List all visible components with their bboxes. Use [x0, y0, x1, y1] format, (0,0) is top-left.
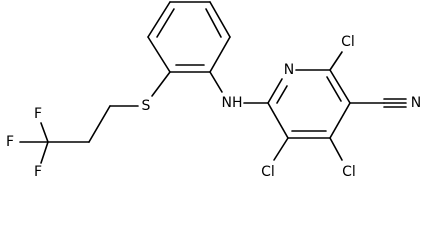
bond-pyr-c6-c5: [329, 69, 351, 104]
atom-f-left: F: [6, 134, 14, 150]
atom-f-bottom: F: [34, 164, 42, 180]
atom-f-top: F: [34, 106, 42, 122]
bond-pyr-double-2: [326, 76, 342, 102]
atom-cl-left: Cl: [261, 164, 275, 180]
bond-phenyl-s: [151, 71, 171, 97]
bond-c6-cl: [329, 51, 343, 71]
bond-phenyl-4: [209, 36, 231, 73]
bond-phenyl-double-2: [205, 8, 222, 38]
bond-pyr-c3-c2: [267, 102, 289, 139]
bond-phenyl-nh: [209, 71, 223, 93]
bond-cf3-f1: [40, 122, 49, 143]
atom-labels: Cl N NH S N Cl Cl F F F: [6, 34, 421, 180]
bond-pyr-c2-n: [267, 78, 283, 104]
chemical-structure-diagram: Cl N NH S N Cl Cl F F F: [6, 1, 421, 180]
bond-c4-cl: [329, 137, 343, 161]
atom-cl-right: Cl: [342, 164, 356, 180]
bond-pyr-c5-c4: [329, 102, 351, 139]
bond-phenyl-3: [209, 1, 231, 38]
bond-phenyl-1: [147, 1, 171, 38]
bond-ch2a-ch2b: [88, 105, 111, 143]
bonds: [19, 1, 407, 164]
atom-nh: NH: [222, 95, 243, 111]
bond-c3-cl: [273, 137, 289, 161]
bond-pyr-double-1: [276, 85, 288, 104]
bond-cf3-f3: [40, 141, 49, 164]
bond-phenyl-double-1: [156, 8, 175, 38]
bond-phenyl-6: [147, 36, 171, 73]
atom-cl-top: Cl: [341, 34, 355, 50]
atom-n-nitrile: N: [411, 95, 421, 111]
atom-s: S: [142, 98, 151, 114]
atom-n-pyridine: N: [284, 62, 294, 78]
